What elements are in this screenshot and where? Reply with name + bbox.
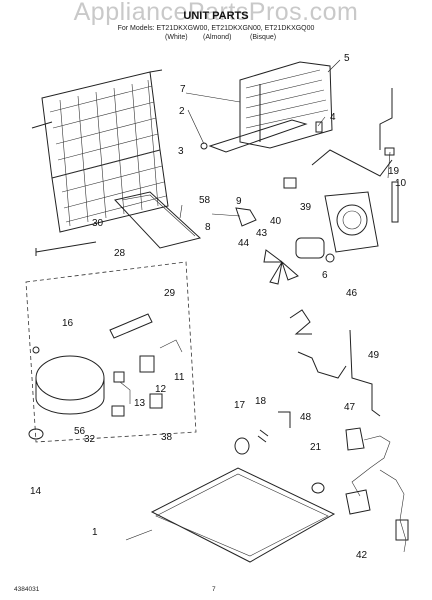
condenser-coil <box>31 69 169 233</box>
callout-7: 7 <box>180 84 186 95</box>
fan-motor <box>295 237 335 263</box>
callout-4: 4 <box>330 112 336 123</box>
callout-8: 8 <box>205 222 211 233</box>
fan-clip <box>235 207 257 227</box>
callout-46: 46 <box>346 288 358 299</box>
callout-48: 48 <box>300 412 312 423</box>
fan-blade <box>263 249 299 285</box>
compressor-subassembly <box>25 261 197 443</box>
callout-16: 16 <box>62 318 74 329</box>
callout-47: 47 <box>344 402 356 413</box>
bolt <box>35 241 97 256</box>
callout-17: 17 <box>234 400 246 411</box>
callout-labels: 1 2 3 4 5 6 7 8 9 10 11 12 13 14 16 17 1… <box>30 53 407 561</box>
document-number: 4384031 <box>14 586 40 593</box>
callout-3: 3 <box>178 146 184 157</box>
air-duct <box>114 191 202 249</box>
callout-12: 12 <box>155 384 167 395</box>
drier-tube <box>289 309 312 335</box>
variant-bisque: (Bisque) <box>250 34 277 41</box>
clip <box>278 411 291 428</box>
callout-2: 2 <box>179 106 185 117</box>
callout-39: 39 <box>300 202 312 213</box>
callout-38: 38 <box>161 432 173 443</box>
callout-1: 1 <box>92 527 98 538</box>
callout-49: 49 <box>368 350 380 361</box>
model-list: For Models: ET21DKXGW00, ET21DKXGN00, ET… <box>117 25 315 32</box>
callout-40: 40 <box>270 216 282 227</box>
callout-10: 10 <box>395 178 407 189</box>
bracket <box>283 177 297 189</box>
callout-6: 6 <box>322 270 328 281</box>
callout-44: 44 <box>238 238 250 249</box>
screw <box>257 429 269 443</box>
wire-harness <box>345 427 409 553</box>
callout-32: 32 <box>84 434 96 445</box>
variant-almond: (Almond) <box>203 34 232 41</box>
watermark: AppliancePartsPros.com <box>73 0 359 26</box>
base-pan <box>150 467 336 563</box>
fan-shroud <box>324 191 379 253</box>
callout-5: 5 <box>344 53 350 64</box>
leader-lines <box>125 59 391 541</box>
callout-13: 13 <box>134 398 146 409</box>
damper-pad <box>234 437 250 455</box>
variant-white: (White) <box>165 34 188 41</box>
callout-11: 11 <box>174 372 185 383</box>
callout-14: 14 <box>30 486 42 497</box>
callout-42: 42 <box>356 550 368 561</box>
callout-56: 56 <box>74 426 86 437</box>
callout-28-subassembly: 28 <box>114 248 126 259</box>
callout-58: 58 <box>199 195 211 206</box>
page-number: 7 <box>212 586 216 593</box>
grommet-21 <box>311 482 325 494</box>
callout-29: 29 <box>164 288 176 299</box>
callout-19: 19 <box>388 166 400 177</box>
grommet <box>28 428 44 440</box>
callout-21: 21 <box>310 442 322 453</box>
page-title: UNIT PARTS <box>183 10 249 22</box>
condensate-tube <box>297 351 347 379</box>
callout-30: 30 <box>92 218 104 229</box>
defrost-wiring <box>311 88 399 223</box>
callout-18: 18 <box>255 396 267 407</box>
evaporator-assembly <box>200 61 333 153</box>
callout-9: 9 <box>236 196 242 207</box>
suction-line <box>349 329 381 417</box>
callout-43: 43 <box>256 228 268 239</box>
